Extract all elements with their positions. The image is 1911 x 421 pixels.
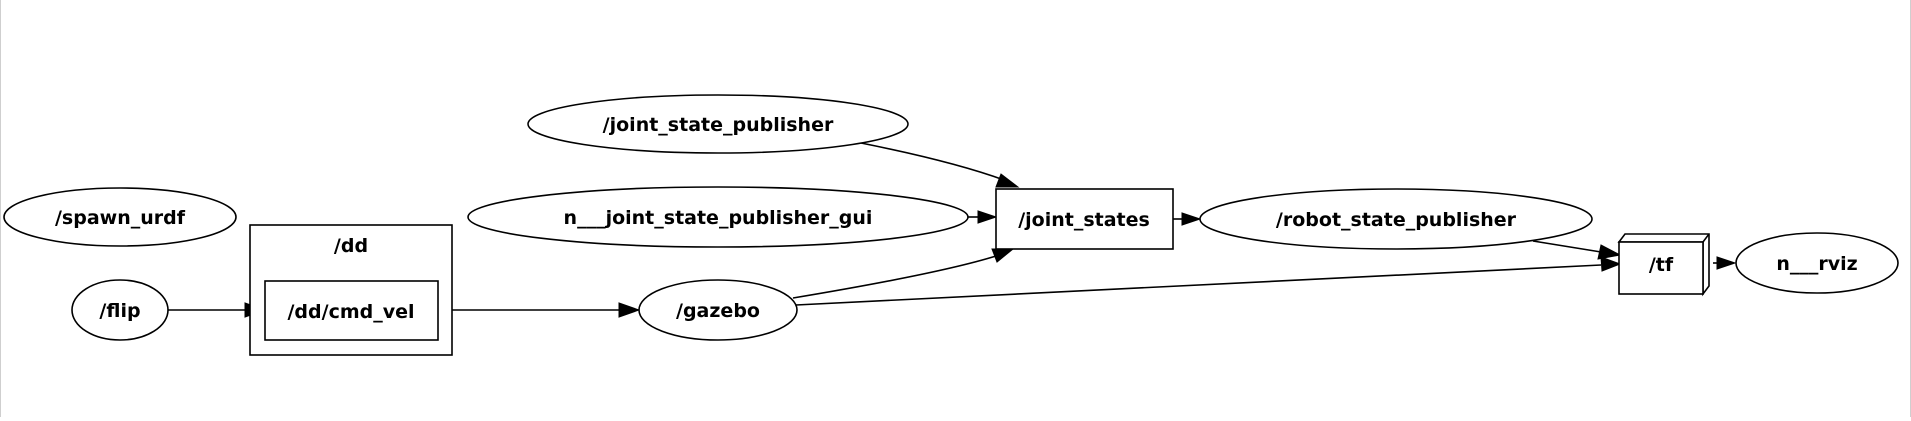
- edge-jsp-gui-to-joint-states: [968, 210, 998, 224]
- edges: [168, 142, 1737, 318]
- node-tf-label: /tf: [1649, 254, 1674, 276]
- node-joint-states-label: /joint_states: [1018, 209, 1150, 231]
- node-tf[interactable]: /tf: [1617, 233, 1710, 297]
- node-joint-state-publisher[interactable]: /joint_state_publisher: [527, 94, 909, 154]
- node-rviz-label: n___rviz: [1776, 253, 1857, 275]
- node-dd-cmd-vel[interactable]: /dd/cmd_vel: [264, 280, 439, 341]
- edge-joint-states-to-rsp: [1173, 212, 1202, 226]
- node-joint-state-publisher-gui[interactable]: n___joint_state_publisher_gui: [467, 186, 969, 248]
- node-dd-cmd-vel-label: /dd/cmd_vel: [287, 301, 414, 323]
- edge-cmd-vel-to-gazebo: [438, 302, 641, 318]
- node-gazebo-label: /gazebo: [676, 300, 760, 322]
- node-gazebo[interactable]: /gazebo: [638, 279, 798, 341]
- node-flip[interactable]: /flip: [71, 279, 169, 341]
- node-spawn-urdf-label: /spawn_urdf: [55, 207, 186, 229]
- node-flip-label: /flip: [99, 300, 140, 322]
- node-robot-state-publisher[interactable]: /robot_state_publisher: [1199, 188, 1593, 250]
- node-robot-state-publisher-label: /robot_state_publisher: [1276, 209, 1517, 231]
- node-spawn-urdf[interactable]: /spawn_urdf: [3, 187, 237, 247]
- node-joint-state-publisher-gui-label: n___joint_state_publisher_gui: [564, 207, 873, 229]
- node-joint-states[interactable]: /joint_states: [995, 188, 1174, 250]
- edge-gazebo-to-joint-states: [792, 248, 1015, 299]
- node-rviz[interactable]: n___rviz: [1735, 232, 1899, 294]
- edge-rsp-to-tf: [1532, 240, 1622, 260]
- edge-jsp-to-joint-states: [860, 142, 1020, 188]
- cluster-dd-label: /dd: [334, 235, 368, 257]
- edge-gazebo-to-tf: [795, 256, 1622, 306]
- edge-tf-to-rviz: [1713, 256, 1737, 270]
- node-joint-state-publisher-label: /joint_state_publisher: [603, 114, 834, 136]
